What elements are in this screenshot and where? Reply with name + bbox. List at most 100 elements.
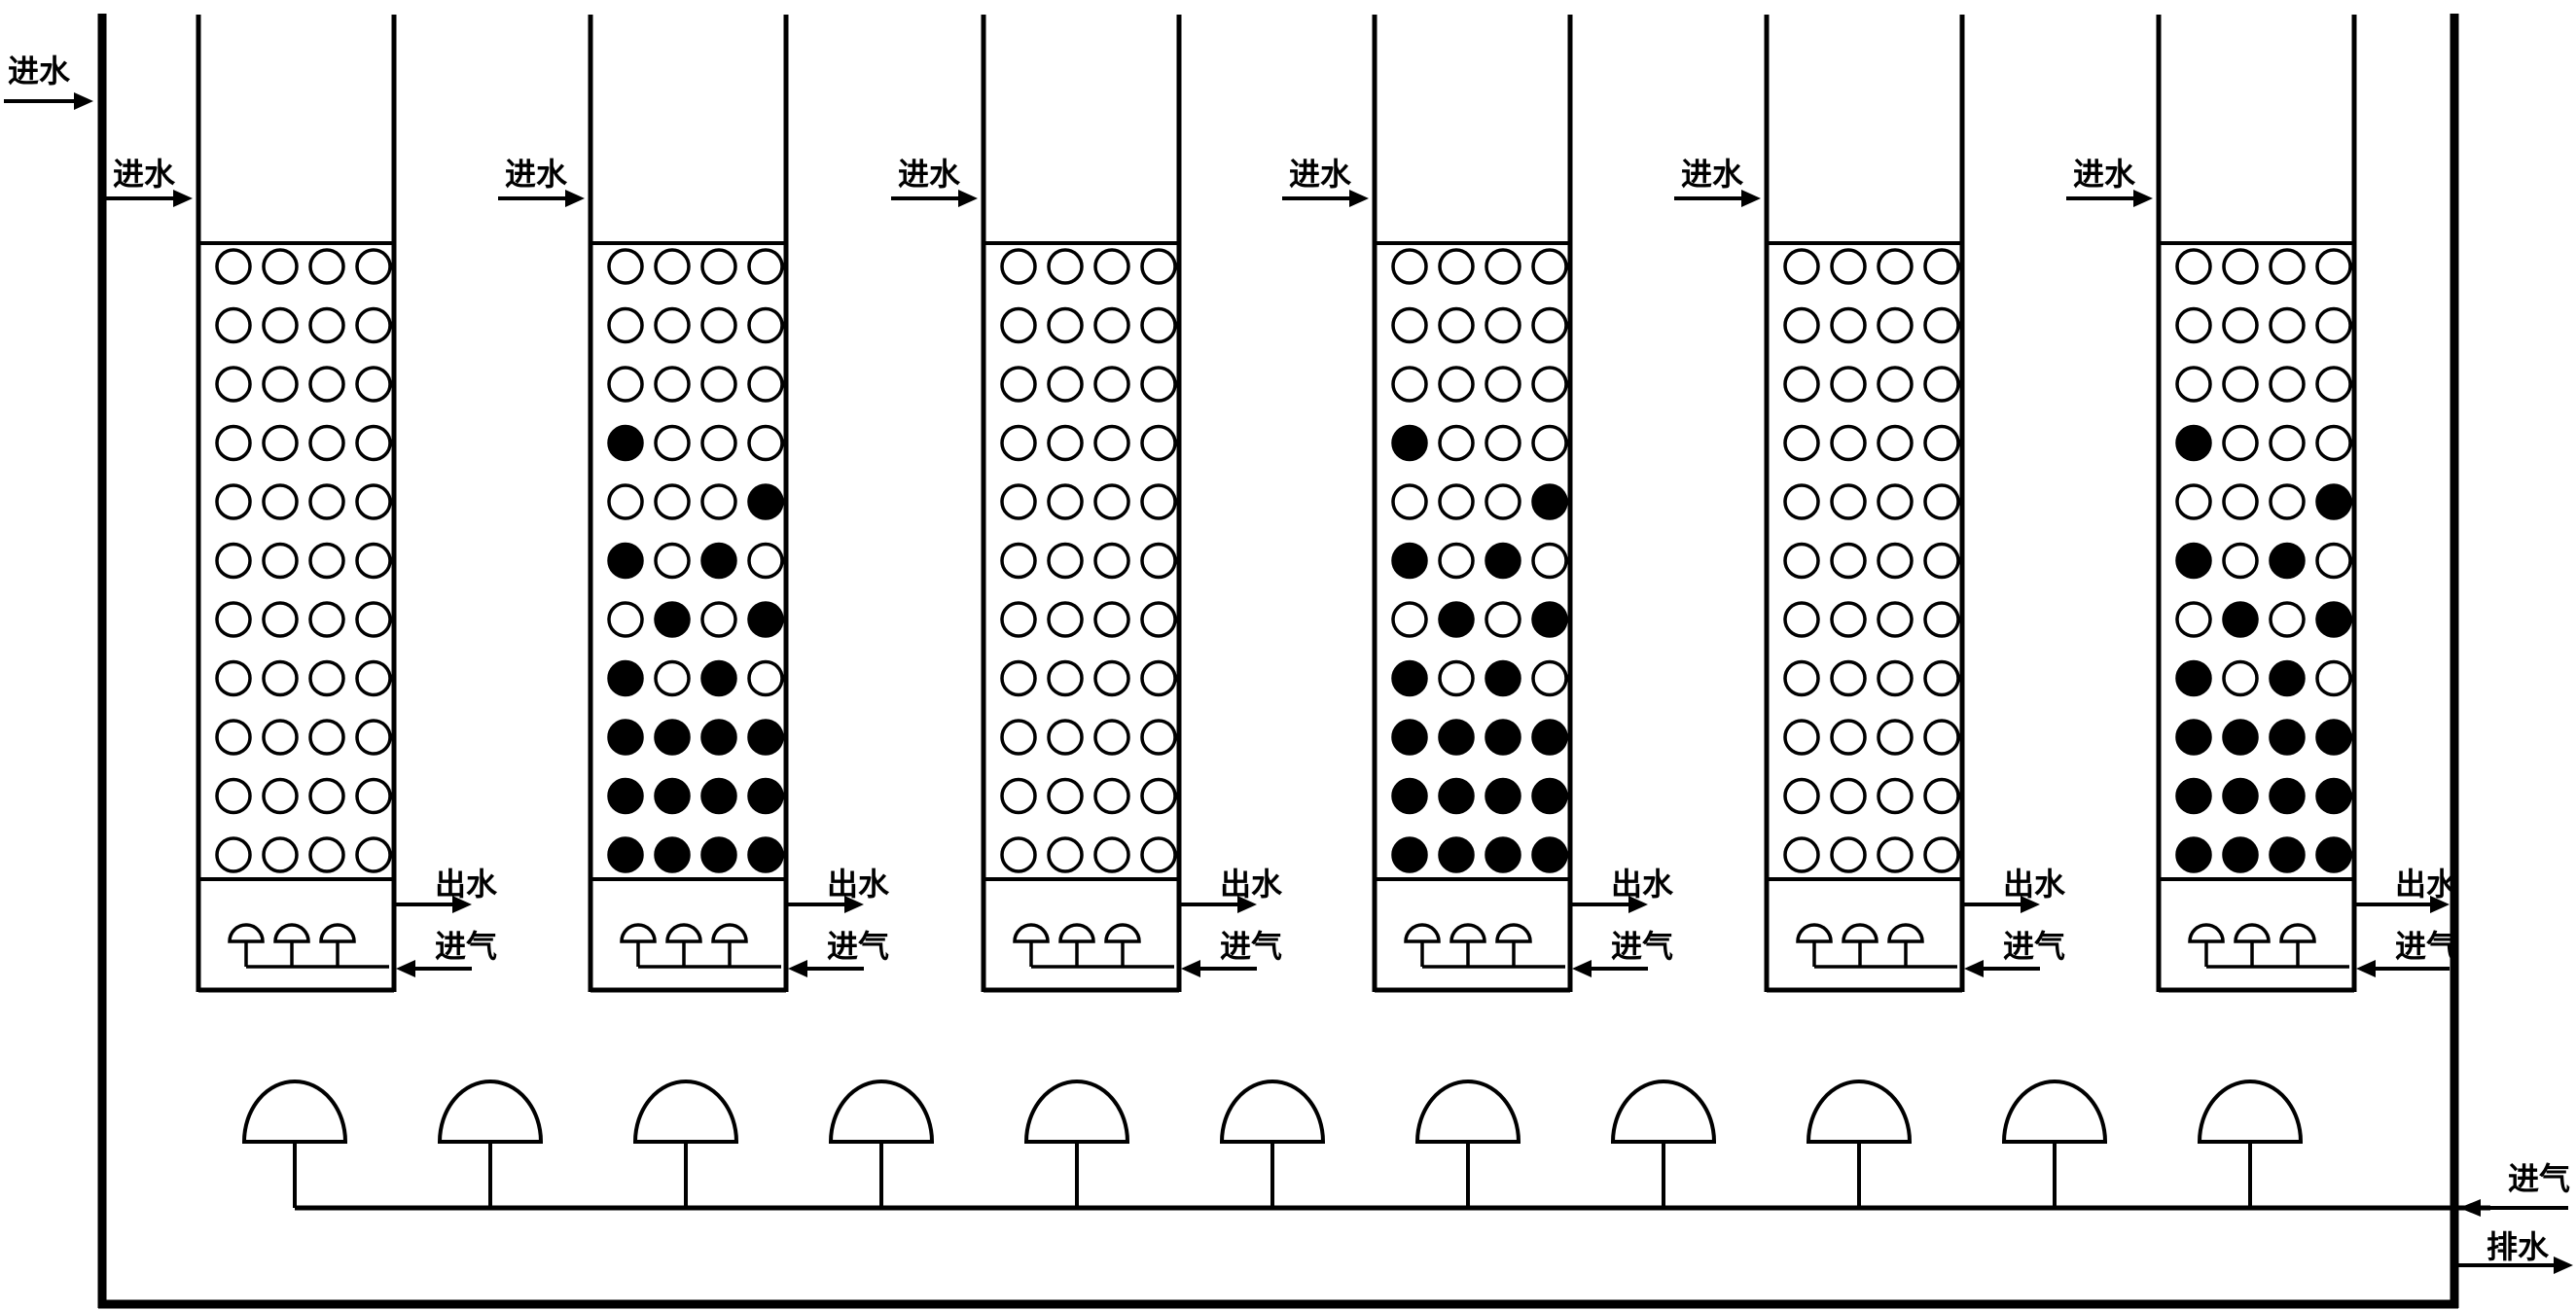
filled-media-ball [1531, 836, 1568, 873]
aeration-diffuser-icon [1806, 1080, 1913, 1144]
empty-media-ball [1093, 248, 1130, 285]
small-diffuser-icon [1796, 923, 1833, 943]
empty-media-ball [1923, 424, 1960, 462]
filled-media-ball [2222, 719, 2259, 756]
filled-media-ball [1531, 483, 1568, 520]
column-water-in-label: 进水 [505, 156, 568, 193]
empty-media-ball [2269, 601, 2306, 638]
filled-media-ball [1391, 424, 1428, 462]
column-air-in-arrow-head [1572, 960, 1592, 977]
empty-media-ball [1093, 659, 1130, 697]
bottom-diffusers [241, 1080, 2304, 1208]
filled-media-ball [2222, 777, 2259, 815]
empty-media-ball [1140, 248, 1177, 285]
empty-media-ball [1391, 248, 1428, 285]
empty-media-ball [355, 483, 392, 520]
filled-media-ball [2269, 719, 2306, 756]
filled-media-ball [1485, 836, 1521, 873]
empty-media-ball [1140, 483, 1177, 520]
column-air-in-label: 进气 [2395, 928, 2457, 965]
filled-media-ball [2315, 601, 2352, 638]
empty-media-ball [1093, 542, 1130, 580]
filled-media-ball [700, 719, 737, 756]
column-air-in-label: 进气 [435, 928, 497, 965]
filled-media-ball [747, 719, 784, 756]
empty-media-ball [654, 306, 691, 344]
empty-media-ball [1923, 777, 1960, 815]
empty-media-ball [607, 248, 644, 285]
empty-media-ball [215, 424, 252, 462]
empty-media-ball [1783, 777, 1820, 815]
empty-media-ball [2269, 248, 2306, 285]
column-water-in-label: 进水 [113, 156, 176, 193]
empty-media-ball [1783, 248, 1820, 285]
filled-media-ball [2222, 601, 2259, 638]
empty-media-ball [2315, 424, 2352, 462]
empty-media-ball [607, 601, 644, 638]
drain-arrowhead [2554, 1257, 2573, 1274]
filled-media-ball [1438, 777, 1475, 815]
empty-media-ball [2175, 306, 2212, 344]
empty-media-ball [2315, 248, 2352, 285]
empty-media-ball [1830, 366, 1867, 403]
aeration-diffuser-icon [828, 1080, 935, 1144]
empty-media-ball [2175, 601, 2212, 638]
filled-media-ball [654, 601, 691, 638]
empty-media-ball [1140, 601, 1177, 638]
filled-media-ball [2222, 836, 2259, 873]
filled-media-ball [2315, 483, 2352, 520]
empty-media-ball [700, 366, 737, 403]
empty-media-ball [1923, 366, 1960, 403]
small-diffuser-icon [2279, 923, 2316, 943]
empty-media-ball [1830, 306, 1867, 344]
empty-media-ball [2315, 659, 2352, 697]
empty-media-ball [1140, 777, 1177, 815]
filled-media-ball [2315, 836, 2352, 873]
small-diffuser-icon [2188, 923, 2225, 943]
filled-media-ball [654, 836, 691, 873]
filled-media-ball [607, 719, 644, 756]
empty-media-ball [262, 659, 299, 697]
empty-media-ball [355, 542, 392, 580]
filled-media-ball [1531, 777, 1568, 815]
filled-media-ball [2175, 836, 2212, 873]
empty-media-ball [355, 306, 392, 344]
empty-media-ball [1830, 542, 1867, 580]
empty-media-ball [2222, 248, 2259, 285]
small-diffuser-icon [1404, 923, 1441, 943]
column-water-in-arrow-head [1741, 190, 1761, 207]
tank-structure: 进水 进气 排水 [4, 14, 2573, 1309]
empty-media-ball [1391, 483, 1428, 520]
aeration-diffuser-icon [241, 1080, 348, 1144]
filled-media-ball [1391, 836, 1428, 873]
empty-media-ball [1093, 424, 1130, 462]
empty-media-ball [1093, 777, 1130, 815]
small-diffuser-icon [1495, 923, 1532, 943]
filled-media-ball [1438, 719, 1475, 756]
empty-media-ball [1485, 483, 1521, 520]
empty-media-ball [262, 542, 299, 580]
empty-media-ball [1923, 601, 1960, 638]
empty-media-ball [1093, 306, 1130, 344]
empty-media-ball [1140, 542, 1177, 580]
empty-media-ball [1438, 424, 1475, 462]
filled-media-ball [1391, 719, 1428, 756]
empty-media-ball [1391, 306, 1428, 344]
column-water-in-label: 进水 [2073, 156, 2136, 193]
empty-media-ball [355, 659, 392, 697]
empty-media-ball [1783, 542, 1820, 580]
empty-media-ball [1047, 483, 1084, 520]
small-diffuser-icon [1013, 923, 1050, 943]
filled-media-ball [654, 777, 691, 815]
column-air-in-label: 进气 [1611, 928, 1673, 965]
empty-media-ball [1438, 542, 1475, 580]
filled-media-ball [1391, 777, 1428, 815]
filled-media-ball [2175, 542, 2212, 580]
empty-media-ball [355, 366, 392, 403]
empty-media-ball [1140, 836, 1177, 873]
empty-media-ball [215, 601, 252, 638]
empty-media-ball [215, 248, 252, 285]
empty-media-ball [1485, 424, 1521, 462]
column-water-out-arrow-head [1628, 896, 1648, 913]
